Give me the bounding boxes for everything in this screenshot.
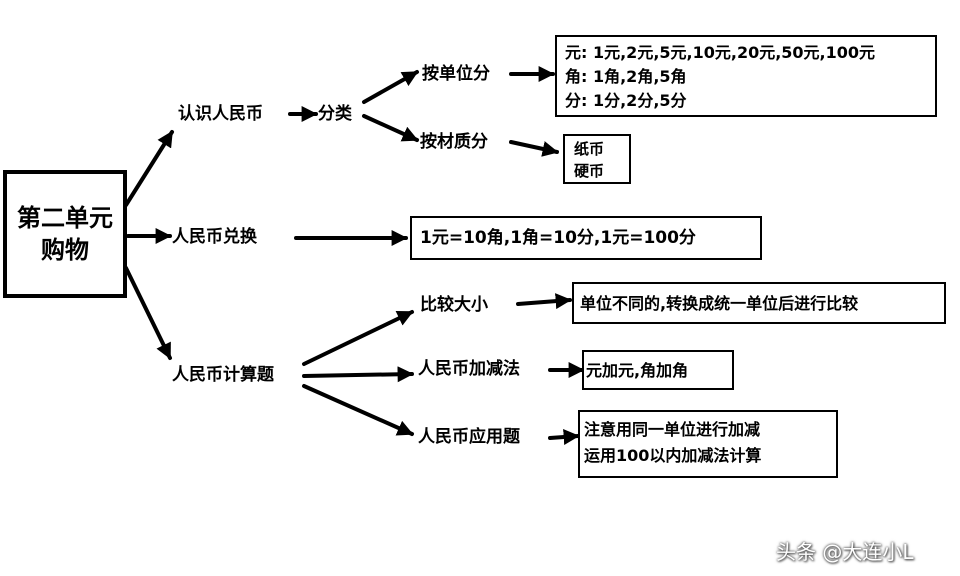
box-by-unit-line3: 分: 1分,2分,5分	[565, 91, 687, 110]
arrow-classify-to-material	[362, 114, 419, 142]
box-by-unit-line1: 元: 1元,2元,5元,10元,20元,50元,100元	[565, 43, 876, 62]
box-material-coin: 硬币	[574, 162, 605, 180]
root-title-line1: 第二单元	[17, 204, 113, 232]
box-exchange-text: 1元=10角,1角=10分,1元=100分	[420, 228, 696, 248]
arrow-classify-to-unit	[362, 70, 419, 104]
arrow-compare-to-box	[516, 293, 572, 310]
node-classify: 分类	[318, 104, 352, 124]
box-by-unit-line2: 角: 1角,2角,5角	[565, 67, 687, 86]
arrow-root-to-calc	[124, 266, 172, 360]
node-word-problem: 人民币应用题	[418, 427, 520, 447]
node-rmb-calc: 人民币计算题	[172, 365, 274, 385]
node-by-unit: 按单位分	[422, 64, 490, 84]
node-compare: 比较大小	[420, 295, 488, 315]
box-word-problem: 注意用同一单位进行加减 运用100以内加减法计算	[578, 410, 838, 478]
root-title-line2: 购物	[41, 236, 89, 264]
node-by-material: 按材质分	[420, 132, 488, 152]
box-by-unit: 元: 1元,2元,5元,10元,20元,50元,100元 角: 1角,2角,5角…	[555, 35, 937, 117]
node-rmb-exchange: 人民币兑换	[172, 227, 257, 247]
box-by-material: 纸币 硬币	[563, 134, 631, 184]
watermark: 头条 @大连小L	[776, 540, 914, 564]
box-addsub: 元加元,角加角	[582, 350, 734, 390]
box-addsub-text: 元加元,角加角	[586, 361, 689, 380]
box-material-paper: 纸币	[574, 140, 605, 158]
arrow-root-to-recognize	[124, 130, 174, 207]
box-word-line2: 运用100以内加减法计算	[584, 446, 762, 465]
box-compare-text: 单位不同的,转换成统一单位后进行比较	[580, 294, 859, 313]
box-compare: 单位不同的,转换成统一单位后进行比较	[572, 282, 946, 324]
box-word-line1: 注意用同一单位进行加减	[584, 420, 761, 439]
root-node: 第二单元 购物	[3, 170, 127, 298]
box-exchange: 1元=10角,1角=10分,1元=100分	[410, 216, 762, 260]
arrow-calc-to-addsub	[302, 366, 414, 383]
node-addsub: 人民币加减法	[418, 359, 520, 379]
node-recognize-rmb: 认识人民币	[178, 104, 263, 124]
arrow-material-to-box	[509, 140, 559, 157]
arrow-word-to-box	[548, 429, 580, 446]
arrow-calc-to-compare	[302, 310, 414, 366]
arrow-calc-to-word	[302, 384, 414, 436]
